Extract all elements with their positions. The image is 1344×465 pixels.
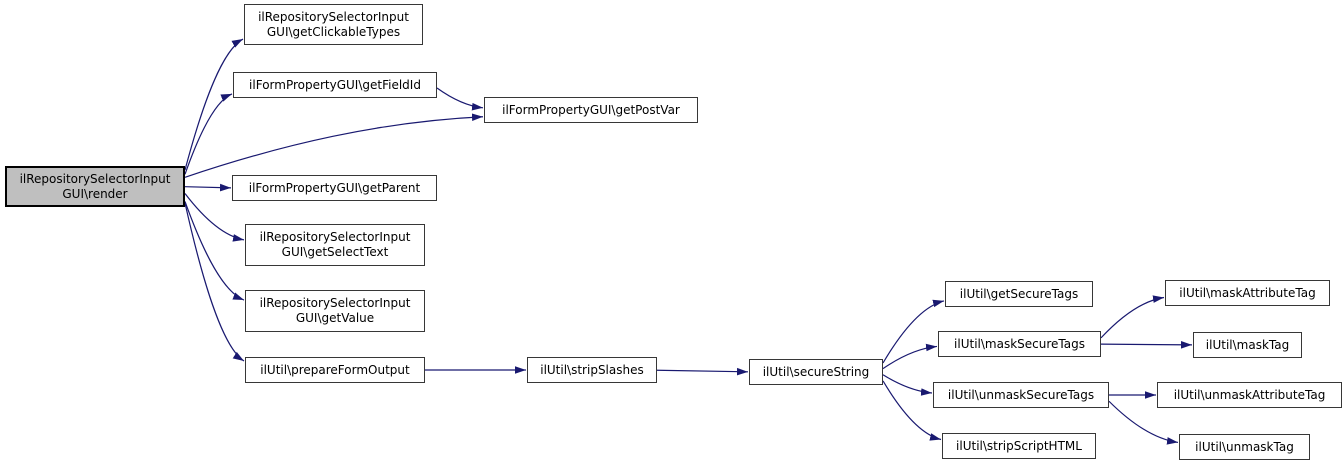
graph-node-getFieldId[interactable]: ilFormPropertyGUI\getFieldId [233,72,437,98]
node-label-line: ilUtil\secureString [762,364,870,379]
node-label-line: ilUtil\unmaskAttributeTag [1173,387,1326,402]
node-label-line: GUI\getSelectText [281,245,389,259]
node-label-line: ilUtil\stripScriptHTML [956,438,1082,453]
node-label-line: ilFormPropertyGUI\getFieldId [249,77,421,92]
graph-node-getSecureTags[interactable]: ilUtil\getSecureTags [945,281,1093,307]
graph-node-getParent[interactable]: ilFormPropertyGUI\getParent [232,175,437,201]
edge-render-to-getValue [184,201,245,301]
node-label-line: ilUtil\maskSecureTags [954,336,1085,351]
node-label-line: ilUtil\maskTag [1205,337,1290,352]
graph-node-unmaskTag[interactable]: ilUtil\unmaskTag [1179,434,1310,460]
node-label-line: GUI\render [62,186,128,201]
node-label-line: GUI\getClickableTypes [266,24,401,39]
node-label-line: ilUtil\unmaskSecureTags [947,387,1095,402]
graph-node-maskAttributeTag[interactable]: ilUtil\maskAttributeTag [1165,280,1330,306]
graph-node-getPostVar[interactable]: ilFormPropertyGUI\getPostVar [484,97,698,123]
edge-render-to-getParent [184,183,232,192]
node-label-line: ilRepositorySelectorInput [19,171,171,186]
graph-node-prepareFormOutput[interactable]: ilUtil\prepareFormOutput [245,357,425,383]
node-label-line: ilFormPropertyGUI\getPostVar [502,102,680,117]
graph-node-stripScriptHTML[interactable]: ilUtil\stripScriptHTML [942,433,1096,459]
graph-node-unmaskSecureTags[interactable]: ilUtil\unmaskSecureTags [933,382,1109,408]
node-label-line: ilUtil\getSecureTags [959,286,1079,301]
edge-render-to-prepareFormOutput [184,202,245,362]
node-label-line: ilRepositorySelectorInput [258,9,409,24]
edge-secureString-to-getSecureTags [882,299,945,364]
edge-secureString-to-maskSecureTags [882,343,938,370]
edge-render-to-getPostVar [184,113,484,178]
graph-node-unmaskAttributeTag[interactable]: ilUtil\unmaskAttributeTag [1157,382,1342,408]
node-label-line: ilFormPropertyGUI\getParent [248,180,421,195]
graph-node-stripSlashes[interactable]: ilUtil\stripSlashes [527,357,657,383]
node-label-line: ilUtil\unmaskTag [1195,439,1294,454]
edge-render-to-getFieldId [184,93,233,175]
edge-stripSlashes-to-secureString [656,367,749,376]
edge-render-to-getClickableTypes [184,38,244,171]
edge-render-to-getSelectText [184,193,245,242]
node-label-line: ilUtil\prepareFormOutput [260,362,410,377]
edge-unmaskSecureTags-to-unmaskTag [1108,400,1179,445]
graph-node-maskSecureTags[interactable]: ilUtil\maskSecureTags [938,331,1101,357]
edge-maskSecureTags-to-maskAttributeTag [1100,295,1165,339]
node-label-line: GUI\getValue [295,311,375,325]
graph-node-maskTag[interactable]: ilUtil\maskTag [1193,332,1302,358]
edge-maskSecureTags-to-maskTag [1100,341,1193,349]
edge-secureString-to-stripScriptHTML [882,380,942,441]
node-label-line: ilUtil\maskAttributeTag [1179,285,1316,300]
node-label-line: ilRepositorySelectorInput [259,230,411,244]
edge-getFieldId-to-getPostVar [436,87,484,111]
graph-node-secureString[interactable]: ilUtil\secureString [749,359,883,385]
edge-secureString-to-unmaskSecureTags [882,374,933,396]
node-label-line: ilRepositorySelectorInput [259,296,411,310]
node-label-line: ilUtil\stripSlashes [540,362,644,377]
